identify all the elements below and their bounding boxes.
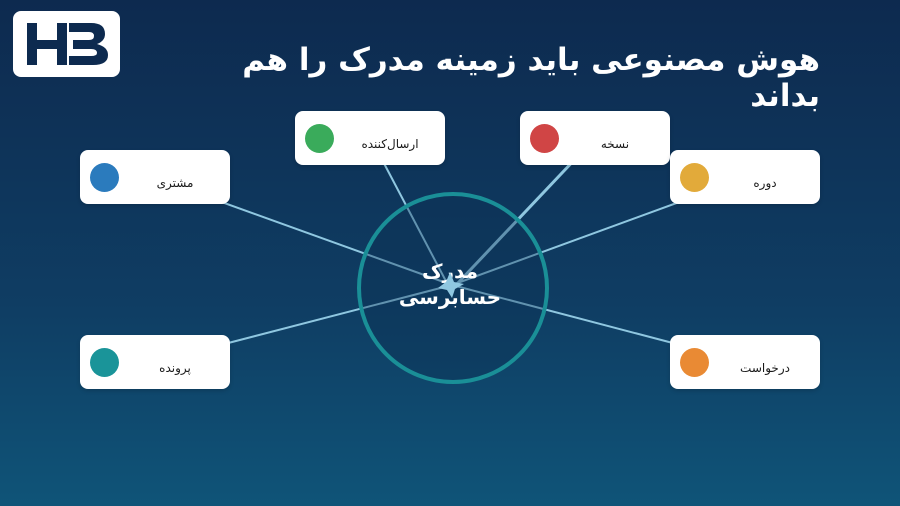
card-customer: مشتری xyxy=(80,150,230,204)
customer-dot xyxy=(90,163,119,192)
card-period-label: دوره xyxy=(753,176,777,190)
page-title: هوش مصنوعی باید زمینه مدرک را هم بداند xyxy=(242,42,820,114)
card-version-label: نسخه xyxy=(600,137,630,151)
card-request-label: درخواست xyxy=(740,361,790,375)
card-period: دوره xyxy=(670,150,820,204)
hb-logo-mark xyxy=(27,23,108,65)
period-dot xyxy=(680,163,709,192)
card-sender: ارسال‌کننده xyxy=(295,111,445,165)
card-request: درخواست xyxy=(670,335,820,389)
card-customer-label: مشتری xyxy=(156,176,194,190)
card-sender-label: ارسال‌کننده xyxy=(361,137,419,151)
version-dot xyxy=(530,124,559,153)
file-dot xyxy=(90,348,119,377)
request-dot xyxy=(680,348,709,377)
card-file-label: پرونده xyxy=(159,361,191,375)
hb-logo xyxy=(13,11,120,77)
card-file: پرونده xyxy=(80,335,230,389)
card-version: نسخه xyxy=(520,111,670,165)
sender-dot xyxy=(305,124,334,153)
